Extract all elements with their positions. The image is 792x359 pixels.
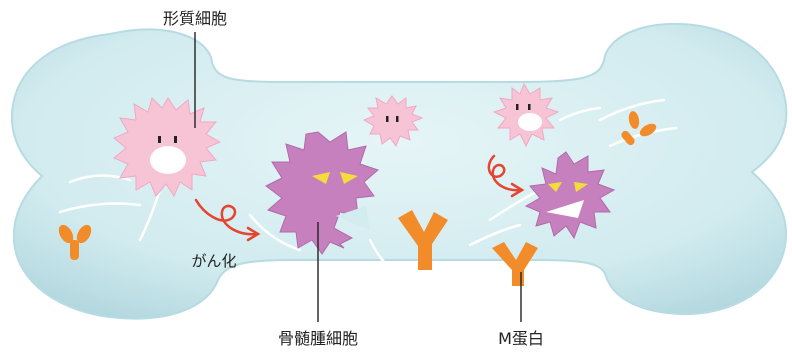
antibody-icon: [58, 224, 92, 260]
antibody-icon: [621, 111, 657, 146]
myeloma-cell-icon: [265, 131, 379, 255]
plasma-cell-icon: [113, 97, 222, 198]
m-protein-label: M蛋白: [498, 329, 544, 348]
plasma-cell-icon: [492, 82, 560, 148]
bone-shape: [10, 22, 788, 320]
antibody-icon: [492, 242, 538, 286]
antibody-icon: [398, 210, 448, 270]
plasma-cell-label: 形質細胞: [163, 9, 227, 28]
plasma-cell-icon: [362, 95, 424, 148]
myeloma-cell-icon: [524, 151, 616, 240]
transformation-arrow-icon: [194, 198, 261, 242]
transformation-label: がん化: [191, 252, 236, 270]
transformation-arrow-icon: [487, 154, 525, 198]
myeloma-cell-label: 骨髄腫細胞: [278, 329, 358, 348]
